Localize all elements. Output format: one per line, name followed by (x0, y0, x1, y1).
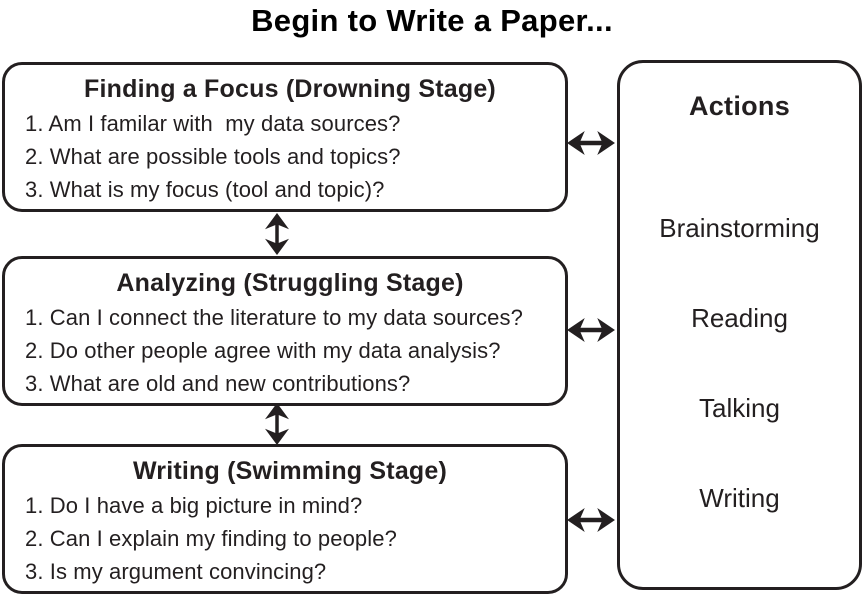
action-item-reading: Reading (691, 303, 788, 333)
stage-question: 2. Do other people agree with my data an… (25, 338, 501, 363)
stage-question-list: 1. Can I connect the literature to my da… (25, 301, 555, 400)
vertical-double-arrow-icon (265, 402, 289, 446)
stage-heading: Analyzing (Struggling Stage) (116, 269, 464, 297)
stage-box-analyzing: Analyzing (Struggling Stage) 1. Can I co… (2, 256, 568, 406)
action-item-brainstorming: Brainstorming (659, 213, 820, 243)
stage-question-list: 1. Do I have a big picture in mind? 2. C… (25, 489, 555, 588)
actions-panel: Actions Brainstorming Reading Talking Wr… (617, 60, 862, 590)
stage-question: 1. Am I familar with my data sources? (25, 111, 401, 136)
stage-heading: Finding a Focus (Drowning Stage) (84, 75, 496, 103)
vertical-double-arrow-icon (265, 212, 289, 256)
action-item-talking: Talking (699, 393, 780, 423)
stage-question: 3. What are old and new contributions? (25, 371, 411, 396)
action-item-writing: Writing (699, 483, 780, 513)
stage-question: 3. What is my focus (tool and topic)? (25, 177, 385, 202)
stage-box-finding-a-focus: Finding a Focus (Drowning Stage) 1. Am I… (2, 62, 568, 212)
stage-heading: Writing (Swimming Stage) (132, 457, 448, 485)
horizontal-double-arrow-icon (567, 508, 615, 532)
actions-panel-heading: Actions (688, 91, 791, 121)
stage-question: 1. Can I connect the literature to my da… (25, 305, 523, 330)
horizontal-double-arrow-icon (567, 131, 615, 155)
stage-question: 1. Do I have a big picture in mind? (25, 493, 363, 518)
stage-question: 2. What are possible tools and topics? (25, 144, 401, 169)
diagram-title: Begin to Write a Paper... (251, 3, 613, 38)
stage-question: 3. Is my argument convincing? (25, 559, 327, 584)
stage-question-list: 1. Am I familar with my data sources? 2.… (25, 107, 555, 206)
stage-question: 2. Can I explain my finding to people? (25, 526, 397, 551)
stage-box-writing: Writing (Swimming Stage) 1. Do I have a … (2, 444, 568, 594)
horizontal-double-arrow-icon (567, 318, 615, 342)
